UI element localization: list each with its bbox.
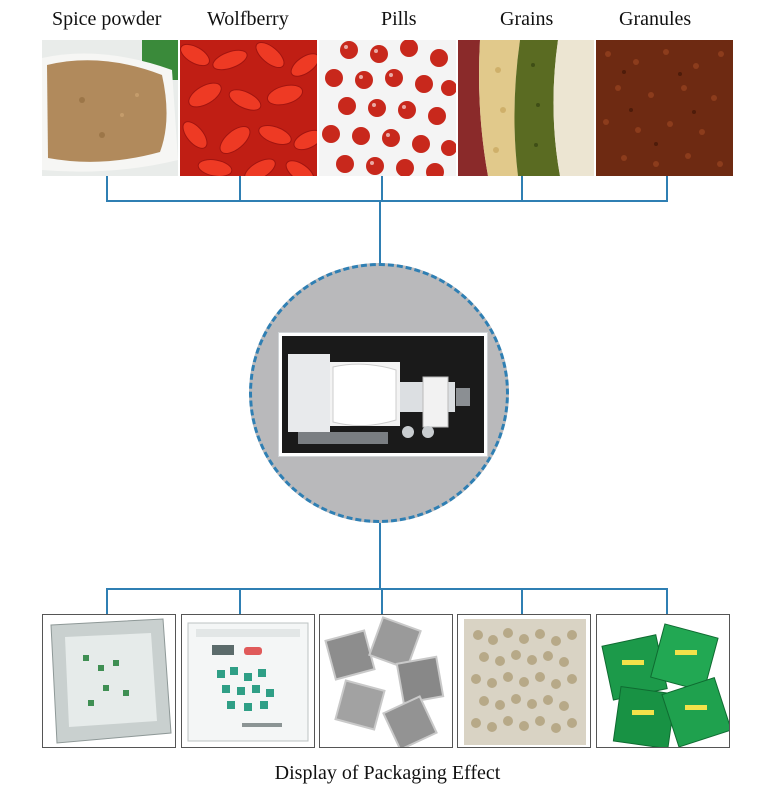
connector-top-horizontal [106,200,668,202]
spice-powder-image [42,40,178,176]
connector-top-drop-2 [239,176,241,201]
green-sachets-image [596,614,730,748]
label-wolfberry: Wolfberry [207,8,289,30]
granules-image [596,40,733,176]
connector-top-to-machine [379,201,381,264]
connector-bottom-drop-1 [106,589,108,614]
connector-top-drop-5 [666,176,668,201]
foil-sachet-image [42,614,176,748]
connector-machine-to-bottom [379,523,381,590]
grains-image [458,40,594,176]
machine-circle [249,263,509,523]
label-granules: Granules [619,8,692,30]
caption: Display of Packaging Effect [274,762,501,784]
pills-image [319,40,456,176]
label-grains: Grains [500,8,554,30]
connector-top-drop-1 [106,176,108,201]
connector-bottom-horizontal [106,588,668,590]
connector-top-drop-3 [381,176,383,201]
connector-bottom-drop-2 [239,589,241,614]
packaging-machine-image [278,332,488,457]
printed-sachet-image [181,614,315,748]
clear-grain-bag-image [457,614,591,748]
label-pills: Pills [381,8,417,30]
wolfberry-image [180,40,317,176]
connector-top-drop-4 [521,176,523,201]
connector-bottom-drop-4 [521,589,523,614]
label-spice-powder: Spice powder [52,8,162,30]
connector-bottom-drop-3 [381,589,383,614]
tea-bag-sachets-image [319,614,453,748]
connector-bottom-drop-5 [666,589,668,614]
